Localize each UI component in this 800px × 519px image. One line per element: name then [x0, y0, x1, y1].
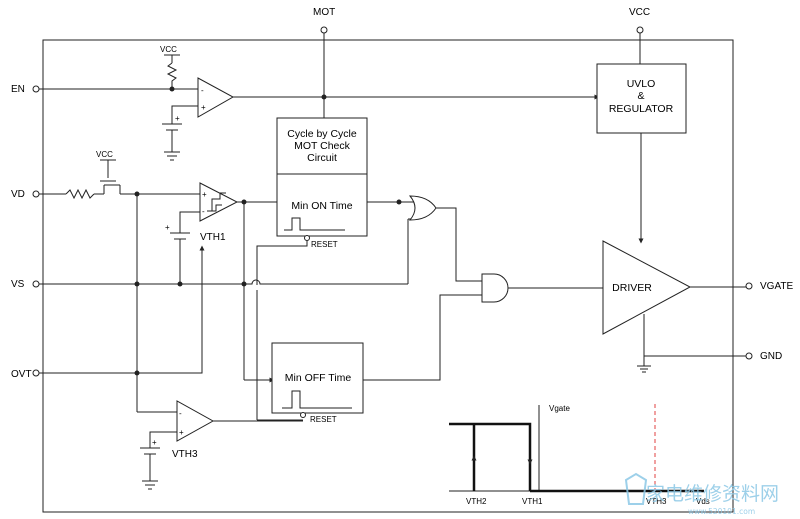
en-comparator: - +: [197, 77, 235, 118]
min-on-time-block: Min ON Time RESET: [276, 173, 368, 249]
pin-gnd-terminal: [745, 352, 753, 360]
svg-text:-: -: [179, 409, 182, 418]
mot-check-block: Cycle by Cycle MOT Check Circuit: [276, 117, 368, 175]
min-off-reset-label: RESET: [310, 415, 337, 424]
svg-text:+: +: [202, 190, 207, 199]
svg-text:+: +: [201, 103, 206, 112]
vth1-reference: + VTH1: [165, 211, 226, 287]
pin-vs-terminal: [32, 280, 40, 288]
svg-text:MOT Check: MOT Check: [294, 140, 351, 152]
pin-ovt-terminal: [32, 369, 40, 377]
svg-text:-: -: [201, 86, 204, 95]
min-on-reset-label: RESET: [311, 240, 338, 249]
pulse-icon: [284, 217, 345, 231]
pin-vd-label: VD: [11, 189, 25, 200]
pin-mot-terminal: [320, 26, 328, 34]
svg-text:Min OFF Time: Min OFF Time: [285, 372, 352, 384]
or-gate: [408, 195, 437, 221]
en-pullup: VCC: [160, 45, 180, 92]
min-off-time-block: Min OFF Time RESET: [271, 342, 364, 424]
svg-text:Circuit: Circuit: [307, 152, 337, 164]
pin-mot: MOT: [313, 7, 335, 118]
hysteresis-upper-trace: [449, 422, 532, 491]
pin-vgate: VGATE: [745, 281, 793, 292]
svg-text:+: +: [152, 438, 157, 447]
watermark: 家电维修资料网 www.520101.com: [624, 472, 779, 516]
vd-resistor-icon: [65, 188, 95, 200]
svg-text:REGULATOR: REGULATOR: [609, 103, 674, 115]
pin-gnd-label: GND: [760, 351, 782, 362]
pin-vd: VD: [11, 189, 66, 200]
pin-vcc-terminal: [636, 26, 644, 34]
svg-text:UVLO: UVLO: [627, 78, 656, 90]
vcc-vd-label: VCC: [96, 150, 113, 159]
and-gate: [481, 273, 509, 303]
svg-text:DRIVER: DRIVER: [612, 282, 652, 294]
hysteresis-graph: Vgate Vds VTH2 VTH1 VTH3: [449, 404, 710, 506]
vd-input-network: VCC: [65, 150, 200, 200]
graph-vth3-label: VTH3: [646, 497, 667, 506]
watermark-logo-icon: [624, 472, 648, 505]
pin-vcc-label: VCC: [629, 7, 650, 18]
pin-en-terminal: [32, 85, 40, 93]
pin-vgate-label: VGATE: [760, 281, 793, 292]
svg-text:&: &: [637, 90, 644, 102]
driver-block: DRIVER: [602, 240, 692, 335]
pin-mot-label: MOT: [313, 7, 335, 18]
vth3-label: VTH3: [172, 449, 198, 460]
pin-en-label: EN: [11, 84, 25, 95]
graph-vth1-label: VTH1: [522, 497, 543, 506]
vth1-label: VTH1: [200, 232, 226, 243]
pin-vs-label: VS: [11, 279, 25, 290]
en-reference: +: [162, 105, 198, 161]
pin-ovt: OVT: [11, 369, 40, 380]
uvlo-regulator-block: UVLO & REGULATOR: [596, 63, 687, 134]
svg-text:Min ON Time: Min ON Time: [291, 200, 352, 212]
ic-outline: [42, 39, 734, 513]
vcc-en-label: VCC: [160, 45, 177, 54]
vth3-reference: + VTH3: [140, 431, 198, 490]
pin-vd-terminal: [32, 190, 40, 198]
svg-text:+: +: [179, 428, 184, 437]
watermark-text: 家电维修资料网: [646, 483, 779, 505]
graph-y-label: Vgate: [549, 404, 570, 413]
pullup-resistor-icon: [166, 62, 178, 89]
graph-x-label: Vds: [696, 497, 710, 506]
pin-vgate-terminal: [745, 282, 753, 290]
svg-text:+: +: [165, 223, 170, 232]
graph-vth2-label: VTH2: [466, 497, 487, 506]
vth1-comparator: + -: [199, 182, 239, 222]
svg-text:Cycle by Cycle: Cycle by Cycle: [287, 128, 357, 140]
svg-text:-: -: [202, 207, 205, 216]
pin-gnd: GND: [745, 351, 782, 362]
watermark-url: www.520101.com: [688, 507, 755, 516]
svg-text:+: +: [175, 114, 180, 123]
pin-ovt-label: OVT: [11, 369, 32, 380]
pulse-icon-2: [282, 390, 352, 409]
vth3-comparator: - +: [176, 400, 215, 442]
pin-vs: VS: [11, 279, 40, 290]
pin-vcc: VCC: [629, 7, 650, 64]
